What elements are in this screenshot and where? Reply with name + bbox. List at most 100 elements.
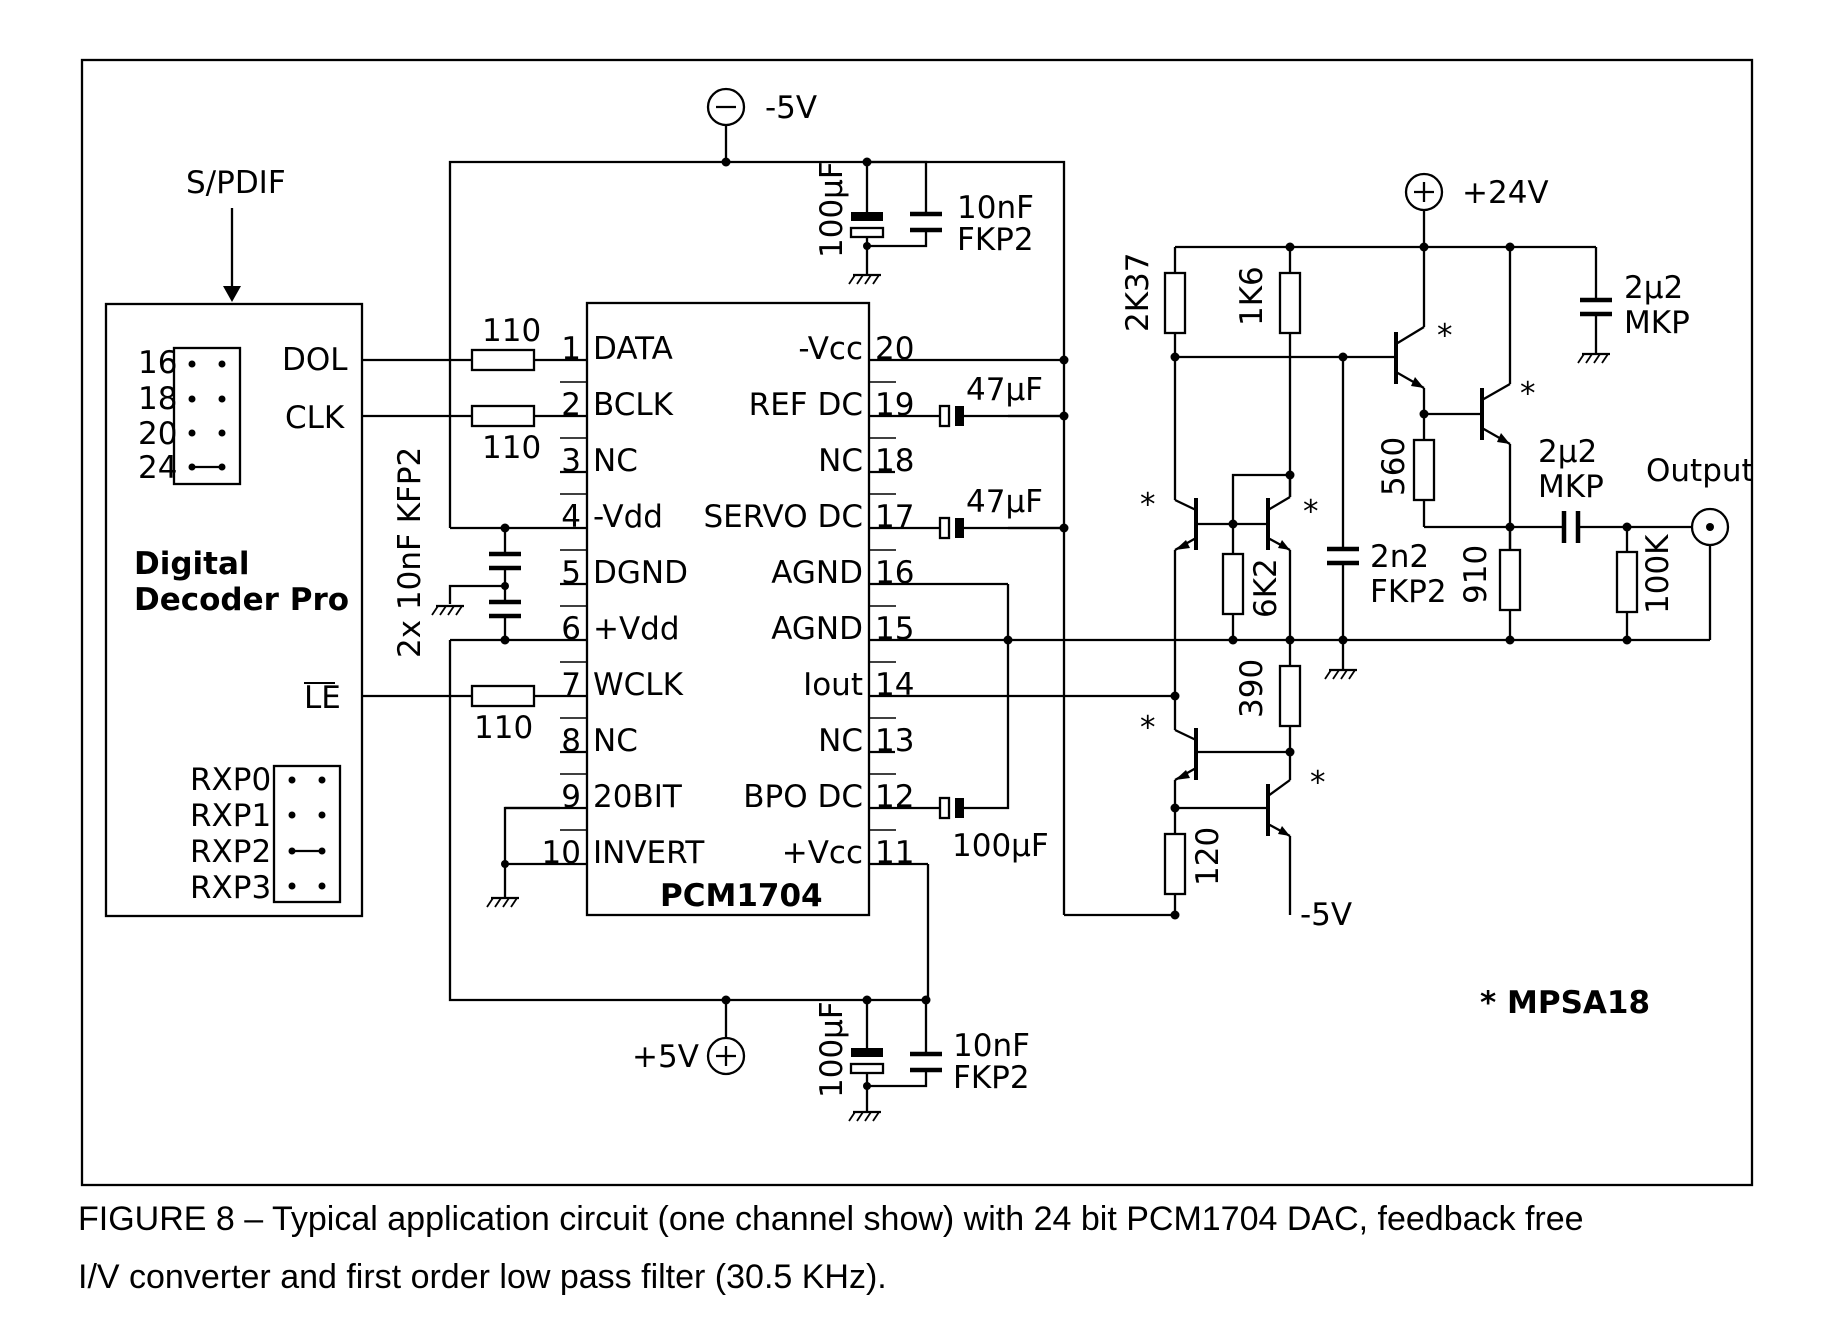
chip-pin-number: 19 — [875, 387, 914, 423]
jumper-block-rxp: RXP0 RXP1 RXP2 RXP3 — [190, 762, 342, 906]
chip-pin-number: 12 — [875, 779, 914, 815]
chip-pin-number: 7 — [561, 667, 581, 703]
chip-pin-name: +Vdd — [593, 611, 680, 647]
chip-pin-number: 10 — [542, 835, 581, 871]
chip-pin-name: INVERT — [593, 835, 705, 871]
capacitor-bottom-film-value: 10nF — [953, 1028, 1030, 1064]
resistor-le: 110 — [470, 684, 536, 746]
transistor-marker-q3: * — [1140, 710, 1156, 746]
resistor-1k6: 1K6 — [1234, 266, 1302, 335]
chip-pin-name: NC — [818, 723, 863, 759]
chip-pin-name: BCLK — [593, 387, 674, 423]
chip-pin-name: AGND — [771, 555, 863, 591]
capacitor-servo-dc: 47µF — [938, 484, 1064, 540]
chip-pin-number: 14 — [875, 667, 914, 703]
resistor-1k6-label: 1K6 — [1234, 266, 1270, 326]
supply-neg5-bottom-label: -5V — [1300, 897, 1352, 933]
chip-pin-number: 9 — [561, 779, 581, 815]
jumper-label-20: 20 — [138, 416, 177, 452]
figure-frame — [80, 58, 1754, 1187]
supply-pos5-label: +5V — [632, 1039, 699, 1075]
resistor-560-label: 560 — [1376, 437, 1412, 496]
spdif-label: S/PDIF — [186, 165, 286, 201]
chip-pin-name: BPO DC — [743, 779, 863, 815]
chip-pin-number: 3 — [561, 443, 581, 479]
capacitor-top-electrolytic-label: 100µF — [814, 161, 850, 258]
resistor-390-label: 390 — [1234, 659, 1270, 718]
capacitor-decouple-pair-label: 2x 10nF KFP2 — [392, 447, 428, 658]
chip-pin-number: 1 — [561, 331, 581, 367]
capacitor-2n2-value: 2n2 — [1370, 539, 1429, 575]
chip-pin-number: 13 — [875, 723, 914, 759]
chip-pin-name: NC — [593, 443, 638, 479]
chip-pin-number: 8 — [561, 723, 581, 759]
decoder-title-line1: Digital — [134, 546, 250, 582]
jumper-label-rxp0: RXP0 — [190, 762, 271, 798]
decoder-output-clk: CLK — [285, 400, 345, 436]
capacitor-ref-dc-label: 47µF — [966, 372, 1043, 408]
capacitor-2u2-supply-type: MKP — [1624, 305, 1690, 341]
capacitor-top-electrolytic: 100µF — [814, 161, 885, 286]
chip-pin-name: DATA — [593, 331, 673, 367]
capacitor-top-film: 10nF FKP2 — [863, 160, 1034, 258]
jumper-label-rxp2: RXP2 — [190, 834, 271, 870]
capacitor-bpo-dc: 100µF — [938, 584, 1049, 864]
resistor-data: 110 — [470, 313, 541, 372]
capacitor-top-film-type: FKP2 — [957, 222, 1034, 258]
chip-pin-name: AGND — [771, 611, 863, 647]
caption-line-2: I/V converter and first order low pass f… — [78, 1258, 887, 1296]
chip-pin-number: 16 — [875, 555, 914, 591]
transistor-marker-q1: * — [1140, 487, 1156, 523]
capacitor-bottom-electrolytic: 100µF — [814, 1000, 885, 1123]
resistor-100k: 100K — [1615, 534, 1676, 614]
decoder-output-le: LE — [304, 680, 341, 716]
resistor-clk-label: 110 — [482, 430, 541, 466]
capacitor-servo-dc-label: 47µF — [966, 484, 1043, 520]
resistor-6k2: 6K2 — [1221, 552, 1284, 618]
resistor-100k-label: 100K — [1640, 534, 1676, 614]
chip-pin-number: 11 — [875, 835, 914, 871]
resistor-le-label: 110 — [474, 710, 533, 746]
capacitor-bottom-electrolytic-label: 100µF — [814, 1001, 850, 1098]
transistor-note: * MPSA18 — [1480, 985, 1650, 1021]
transistor-marker-q6: * — [1520, 376, 1536, 412]
capacitor-decouple-pair: 2x 10nF KFP2 — [392, 447, 521, 658]
resistor-2k37: 2K37 — [1120, 253, 1187, 335]
chip-pin-name: NC — [818, 443, 863, 479]
chip-name: PCM1704 — [660, 878, 823, 914]
capacitor-bottom-film: 10nF FKP2 — [863, 1000, 1030, 1096]
chip-pin-number: 18 — [875, 443, 914, 479]
jumper-label-rxp3: RXP3 — [190, 870, 271, 906]
jumper-label-18: 18 — [138, 381, 177, 417]
capacitor-ref-dc: 47µF — [938, 372, 1064, 428]
chip-pin-number: 6 — [561, 611, 581, 647]
signal-wiring — [362, 358, 587, 698]
chip-pin-name: -Vdd — [593, 499, 663, 535]
chip-pin-name: SERVO DC — [703, 499, 863, 535]
capacitor-2u2-output-value: 2µ2 — [1538, 434, 1597, 470]
caption-line-1: FIGURE 8 – Typical application circuit (… — [78, 1200, 1584, 1238]
digital-decoder-pro: Digital Decoder Pro DOL CLK LE 16 18 20 … — [104, 302, 364, 918]
supply-pos24-label: +24V — [1462, 175, 1549, 211]
spdif-input: S/PDIF — [186, 165, 286, 302]
resistor-clk: 110 — [470, 404, 541, 466]
chip-pin-number: 2 — [561, 387, 581, 423]
chip-pin-number: 4 — [561, 499, 581, 535]
resistor-2k37-label: 2K37 — [1120, 253, 1156, 333]
decoder-output-dol: DOL — [282, 342, 348, 378]
supply-pos5: +5V — [632, 1000, 746, 1076]
capacitor-top-film-value: 10nF — [957, 190, 1034, 226]
chip-pin-name: -Vcc — [798, 331, 863, 367]
transistor-marker-q4: * — [1310, 765, 1326, 801]
chip-pin-name: WCLK — [593, 667, 684, 703]
chip-pin-name: DGND — [593, 555, 688, 591]
capacitor-2u2-output-type: MKP — [1538, 469, 1604, 505]
iv-converter-wiring — [1170, 242, 1730, 920]
jumper-label-rxp1: RXP1 — [190, 798, 271, 834]
output-label: Output — [1646, 453, 1754, 489]
resistor-390: 390 — [1234, 659, 1302, 728]
chip-pin-name: NC — [593, 723, 638, 759]
